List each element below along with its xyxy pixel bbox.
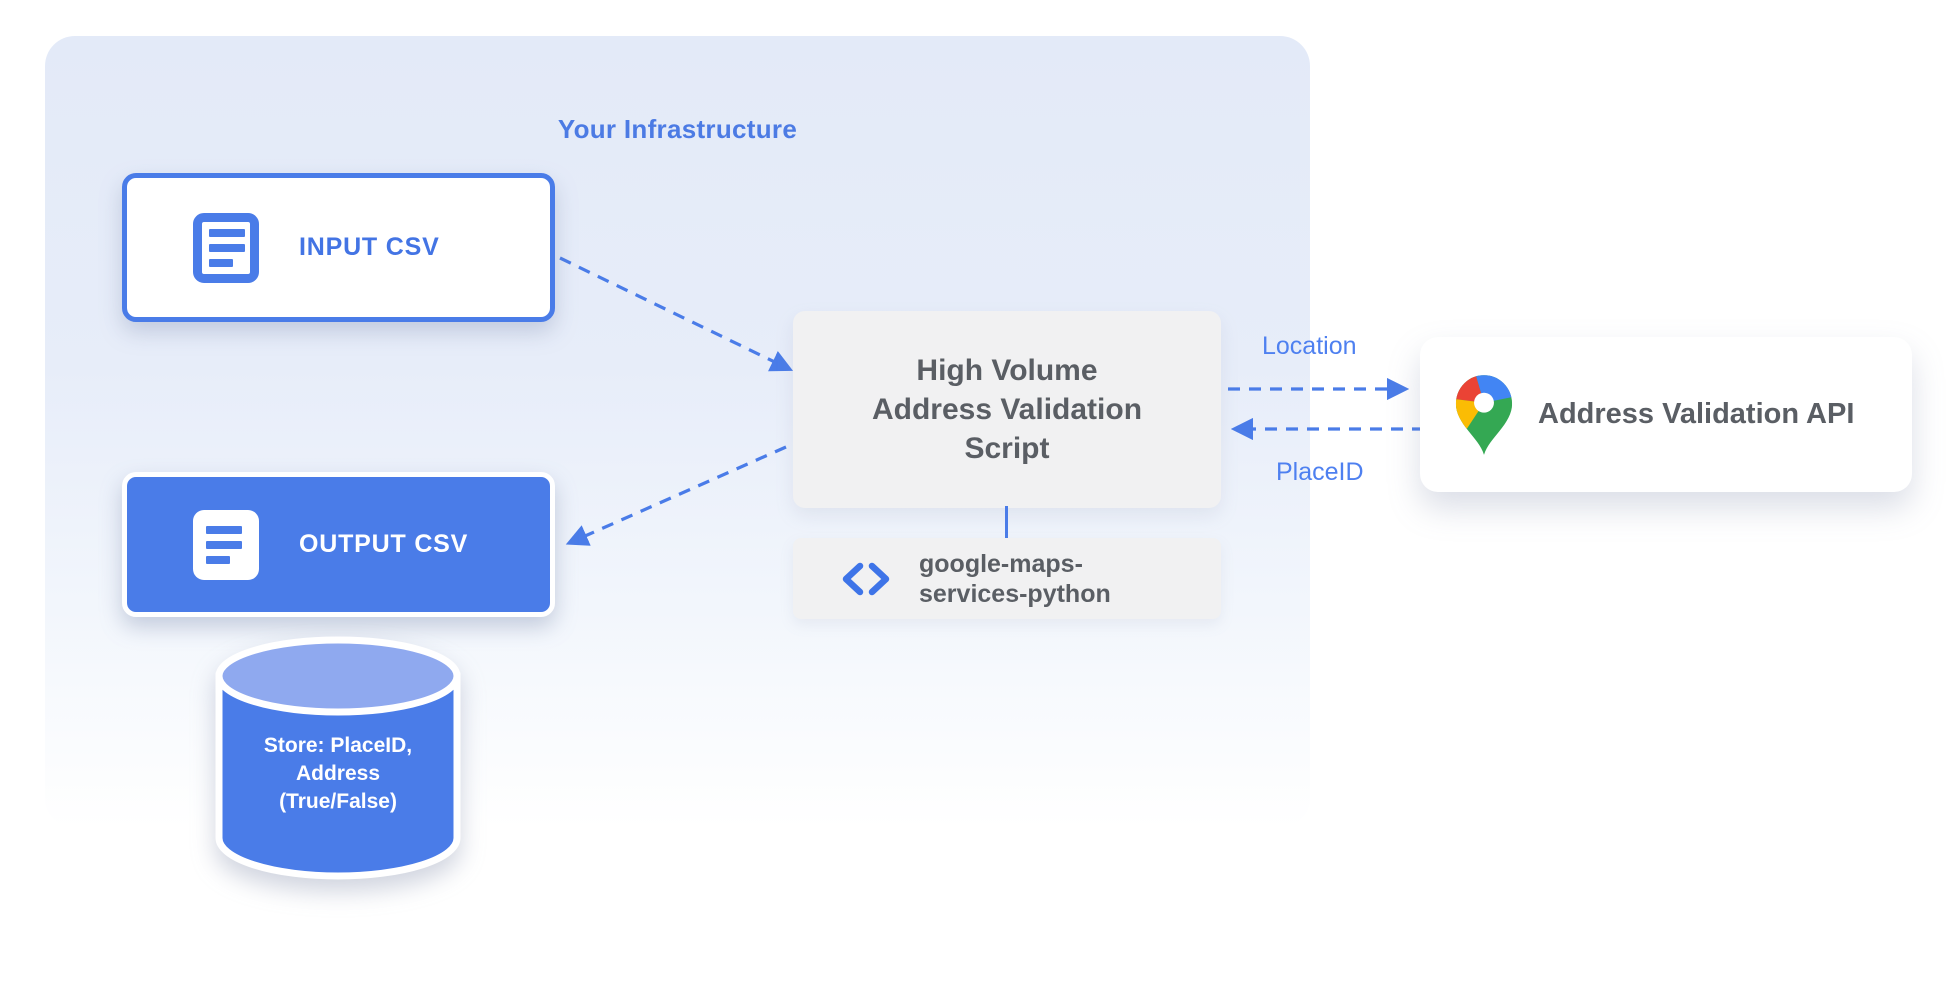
script-library-connector	[1005, 506, 1008, 540]
input-csv-node: INPUT CSV	[122, 173, 555, 322]
library-node: google-maps- services-python	[793, 538, 1221, 619]
output-csv-label: OUTPUT CSV	[299, 530, 469, 558]
google-maps-pin-icon	[1455, 374, 1513, 455]
library-label: google-maps- services-python	[919, 549, 1111, 608]
script-node: High Volume Address Validation Script	[793, 311, 1221, 508]
csv-document-icon	[193, 212, 259, 283]
api-node: Address Validation API	[1420, 337, 1912, 492]
infrastructure-title: Your Infrastructure	[557, 114, 798, 144]
datastore-label: Store: PlaceID, Address (True/False)	[263, 734, 413, 813]
csv-document-icon	[193, 509, 259, 580]
database-cylinder-icon	[215, 636, 461, 880]
api-label: Address Validation API	[1538, 398, 1855, 430]
script-label: High Volume Address Validation Script	[871, 354, 1143, 465]
input-csv-label: INPUT CSV	[299, 233, 440, 261]
edge-label-location: Location	[1262, 332, 1357, 360]
output-csv-node: OUTPUT CSV	[122, 472, 555, 617]
code-brackets-icon	[842, 562, 890, 595]
edge-label-placeid: PlaceID	[1276, 458, 1364, 486]
